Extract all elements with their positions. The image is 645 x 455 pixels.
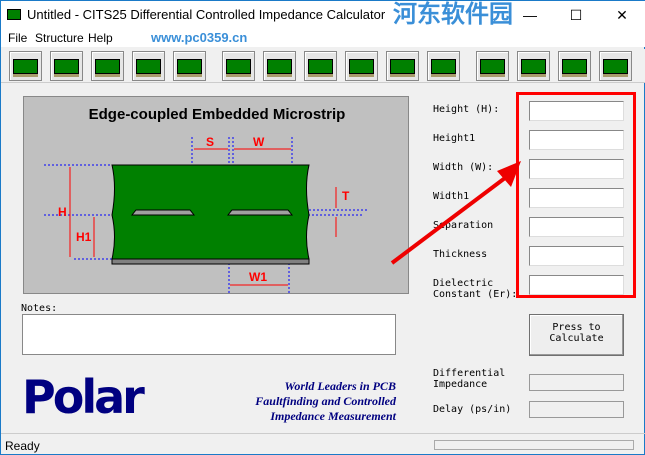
menu-help[interactable]: Help (88, 31, 113, 45)
ground-plane-icon (308, 74, 333, 77)
structure-icon (431, 59, 456, 74)
label-w1: W1 (249, 270, 267, 284)
label-s: S (206, 135, 215, 149)
structure-diagram: Edge-coupled Embedded Microstrip H H1 S … (23, 96, 409, 295)
progress-bar (434, 440, 634, 450)
delay-label: Delay (ps/in) (433, 404, 512, 415)
field-label: Height1 (433, 133, 476, 144)
label-h1: H1 (76, 230, 92, 244)
ground-plane-icon (177, 74, 202, 77)
close-button[interactable]: ✕ (616, 7, 628, 23)
delay-output (529, 401, 624, 418)
label-h: H (58, 205, 67, 219)
slogan-line: World Leaders in PCB (284, 379, 396, 393)
label-t: T (342, 189, 350, 203)
ground-plane-icon (226, 74, 251, 77)
ground-plane-icon (136, 74, 161, 77)
field-label: Width1 (433, 191, 470, 202)
ground-plane-icon (13, 74, 38, 77)
field-input[interactable] (529, 217, 624, 237)
field-label: Height (H): (433, 104, 500, 115)
app-icon (7, 9, 21, 20)
field-label: Dielectric Constant (Er): (433, 278, 518, 300)
field-input[interactable] (529, 130, 624, 150)
label-w: W (253, 135, 265, 149)
ground-plane-icon (267, 74, 292, 77)
structure-button[interactable] (132, 51, 165, 81)
field-label: Width (W): (433, 162, 494, 173)
status-divider (1, 433, 645, 434)
structure-icon (349, 59, 374, 74)
menu-structure[interactable]: Structure (35, 31, 84, 45)
diagram-title: Edge-coupled Embedded Microstrip (88, 106, 346, 123)
notes-label: Notes: (21, 303, 58, 314)
ground-plane-icon (54, 74, 79, 77)
slogan-line: Impedance Measurement (270, 409, 396, 423)
ground-plane-icon (349, 74, 374, 77)
structure-icon (226, 59, 251, 74)
structure-icon (177, 59, 202, 74)
structure-icon (267, 59, 292, 74)
structure-button[interactable] (263, 51, 296, 81)
structure-icon (521, 59, 546, 74)
watermark: 河东软件园 (393, 1, 513, 28)
structure-icon (562, 59, 587, 74)
menu-bar: File Structure Help (1, 29, 645, 47)
calculate-button[interactable]: Press to Calculate (529, 314, 624, 356)
structure-button[interactable] (222, 51, 255, 81)
structure-icon (95, 59, 120, 74)
structure-button[interactable] (427, 51, 460, 81)
toolbar (1, 49, 645, 83)
differential-impedance-label: Differential Impedance (433, 368, 506, 390)
structure-icon (308, 59, 333, 74)
field-label: Separation (433, 220, 494, 231)
structure-button[interactable] (173, 51, 206, 81)
ground-plane-icon (521, 74, 546, 77)
input-highlight-box (516, 92, 636, 298)
structure-button[interactable] (91, 51, 124, 81)
ground-plane-icon (480, 74, 505, 77)
polar-logo: Polar (22, 370, 145, 424)
cross-section (44, 137, 369, 295)
field-input[interactable] (529, 101, 624, 121)
ground-plane-icon (603, 74, 628, 77)
structure-icon (54, 59, 79, 74)
minimize-button[interactable]: — (523, 7, 537, 23)
structure-icon (480, 59, 505, 74)
structure-button[interactable] (304, 51, 337, 81)
red-arrow (390, 161, 521, 265)
menu-file[interactable]: File (8, 31, 28, 45)
ground-plane-icon (431, 74, 456, 77)
structure-icon (390, 59, 415, 74)
field-label: Thickness (433, 249, 488, 260)
ground-plane-icon (95, 74, 120, 77)
field-input[interactable] (529, 275, 624, 295)
field-input[interactable] (529, 188, 624, 208)
slogan-line: Faultfinding and Controlled (255, 394, 396, 408)
field-input[interactable] (529, 246, 624, 266)
watermark-url: www.pc0359.cn (151, 30, 248, 45)
structure-button[interactable] (558, 51, 591, 81)
structure-button[interactable] (50, 51, 83, 81)
notes-field[interactable] (22, 314, 396, 355)
maximize-button[interactable]: ☐ (569, 7, 583, 23)
ground-plane-icon (562, 74, 587, 77)
structure-button[interactable] (476, 51, 509, 81)
structure-button[interactable] (517, 51, 550, 81)
differential-impedance-output (529, 374, 624, 391)
slogan: World Leaders in PCB Faultfinding and Co… (201, 379, 396, 424)
ground-plane-icon (390, 74, 415, 77)
structure-icon (136, 59, 161, 74)
structure-button[interactable] (599, 51, 632, 81)
structure-button[interactable] (9, 51, 42, 81)
structure-icon (603, 59, 628, 74)
structure-button[interactable] (345, 51, 378, 81)
status-text: Ready (5, 439, 40, 453)
title-bar: Untitled - CITS25 Differential Controlle… (1, 1, 645, 29)
structure-icon (13, 59, 38, 74)
window-title: Untitled - CITS25 Differential Controlle… (27, 7, 386, 22)
field-input[interactable] (529, 159, 624, 179)
structure-button[interactable] (386, 51, 419, 81)
